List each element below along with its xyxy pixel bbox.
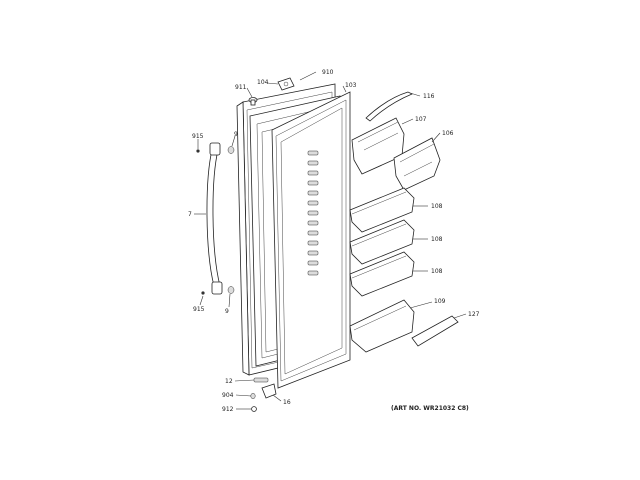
dairy-cover bbox=[393, 137, 441, 191]
callout-915-top: 915 bbox=[192, 133, 204, 140]
door-bin-lower bbox=[349, 251, 415, 297]
door-bin-middle bbox=[349, 219, 415, 265]
callout-915-bottom: 915 bbox=[193, 306, 205, 313]
callout-106: 106 bbox=[442, 130, 454, 137]
callout-904: 904 bbox=[222, 392, 234, 399]
callout-109: 109 bbox=[434, 298, 446, 305]
handle-fasteners bbox=[196, 146, 235, 295]
callout-9-bottom: 9 bbox=[225, 308, 229, 315]
callout-108-upper: 108 bbox=[431, 203, 443, 210]
bin-trim bbox=[411, 315, 459, 347]
callout-16: 16 bbox=[283, 399, 291, 406]
door-gasket bbox=[271, 91, 351, 389]
callout-116: 116 bbox=[423, 93, 435, 100]
dairy-cover-rail bbox=[365, 91, 413, 122]
door-bin-upper bbox=[349, 187, 415, 233]
callout-9-top: 9 bbox=[234, 131, 238, 138]
callout-labels: 910 104 911 103 116 107 106 915 9 7 108 … bbox=[188, 69, 480, 413]
callout-911: 911 bbox=[235, 84, 247, 91]
callout-107: 107 bbox=[415, 116, 427, 123]
leader-lines bbox=[194, 71, 467, 410]
callout-108-lower: 108 bbox=[431, 268, 443, 275]
art-number: (ART NO. WR21032 C8) bbox=[391, 405, 469, 412]
callout-104: 104 bbox=[257, 79, 269, 86]
shelf-mounts bbox=[307, 150, 319, 276]
callout-910: 910 bbox=[322, 69, 334, 76]
callout-108-middle: 108 bbox=[431, 236, 443, 243]
callout-7: 7 bbox=[188, 211, 192, 218]
door-handle bbox=[206, 142, 223, 295]
door-bin-bottom bbox=[349, 299, 415, 353]
screw-part bbox=[248, 97, 258, 106]
bottom-hinge-parts bbox=[250, 377, 277, 412]
callout-12: 12 bbox=[225, 378, 233, 385]
callout-127: 127 bbox=[468, 311, 480, 318]
top-hinge-part bbox=[277, 77, 295, 91]
callout-912: 912 bbox=[222, 406, 234, 413]
callout-103: 103 bbox=[345, 82, 357, 89]
